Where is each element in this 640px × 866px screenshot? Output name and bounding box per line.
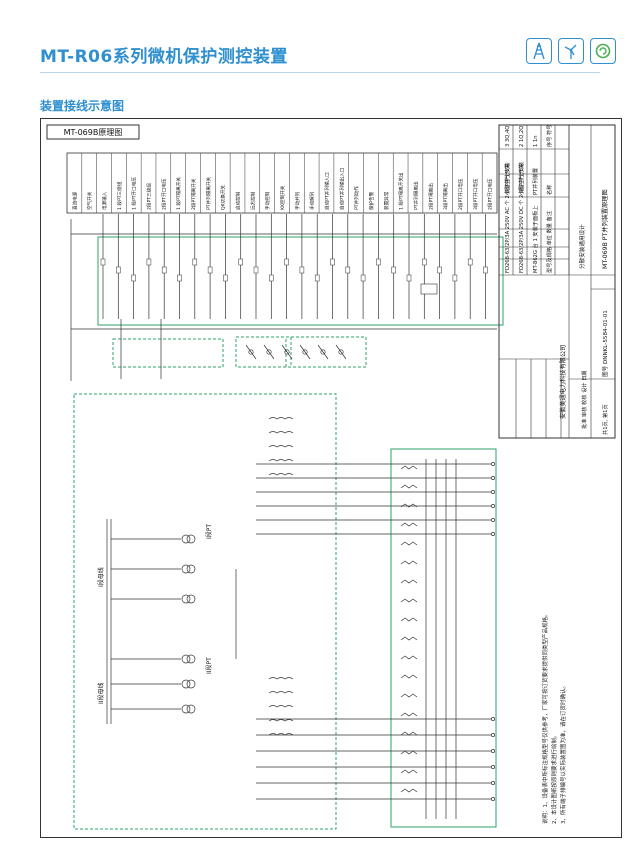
function-label: 1 段PT开口电压	[131, 177, 138, 210]
title-block-text: FD268-63/2P/3A 250V AC 个 2 端子排上安装	[503, 162, 511, 273]
schematic-drawing: MT-069B原理图 直流电源 空气开关 电源输入 1 段PT三绕组 1 段PT开口电压…	[40, 118, 622, 838]
function-label: 2段PT开口电压	[457, 178, 464, 210]
company-name: 安徽美通电力科技有限公司	[559, 345, 567, 419]
function-label: 2段PT三绕组	[146, 183, 153, 210]
function-label: 2段PT隔离出	[427, 183, 434, 210]
function-label: 自动PT并列输入口	[323, 172, 330, 210]
title-block-text: 小型空气开关	[503, 164, 511, 195]
relay-box-2	[285, 336, 367, 368]
function-label: 2段PT隔离开关	[190, 178, 197, 210]
function-label: 远方控制	[249, 191, 256, 210]
drawing-name: MT-069B PT并列装置原理图	[601, 189, 609, 269]
function-label: 保护告警	[368, 191, 375, 210]
function-label: PT并列动作	[353, 186, 360, 210]
title-block-text: 名称	[545, 185, 553, 195]
title-block-text: 序号 符号	[545, 125, 553, 147]
control-circuit-frame	[97, 236, 504, 326]
function-label: 启动控制	[235, 191, 242, 210]
function-label: 手动并列	[294, 191, 301, 210]
function-label: 2段PT开口电压	[487, 178, 494, 210]
function-label: 直流电源	[71, 191, 78, 210]
schematic-svg: MT-069B原理图 直流电源 空气开关 电源输入 1 段PT三绕组 1 段PT开口电压…	[46, 124, 616, 830]
function-label: 手动解列	[309, 191, 316, 210]
drawing-number: 图号 DNNKL-5584-01-01	[601, 310, 609, 377]
note-3: 3、所有端子排编号以实际装置图为准，请在订货时确认。	[559, 683, 567, 824]
note-1: 说明：1、设备表中所标注规格型号仅供参考，厂家可按订货要求提供同类型产品规格。	[541, 611, 549, 824]
function-label: KK控制开关	[279, 185, 286, 210]
page-title: MT-R06系列微机保护测控装置	[40, 47, 288, 67]
function-label: 3段PT隔离出	[442, 183, 449, 210]
title-block-text: 小型空气开关	[517, 164, 525, 195]
tower-icon[interactable]	[526, 38, 552, 64]
function-label-row: 直流电源 空气开关 电源输入 1 段PT三绕组 1 段PT开口电压 2段PT三绕组 2段PT…	[66, 152, 498, 214]
drawing-title-box	[46, 124, 140, 140]
header-icons	[526, 38, 616, 64]
pt-terminal-frame	[390, 448, 497, 828]
function-label: 1 段PT隔离开关	[175, 177, 182, 210]
note-2: 2、本设计图纸按原则要求进行绘制。	[550, 732, 558, 824]
notes: 说明：1、设备表中所标注规格型号仅供参考，厂家可按订货要求提供同类型产品规格。 …	[541, 611, 567, 824]
drawing-title: MT-069B原理图	[64, 128, 123, 137]
function-label: 空气开关	[86, 191, 93, 210]
recycle-icon[interactable]	[590, 38, 616, 64]
wind-turbine-icon[interactable]	[558, 38, 584, 64]
title-block-text: FD268-63/2P/3A 250V DC 个 2 端子排上安装	[517, 162, 525, 273]
function-label: 1 段PT隔离开关出	[398, 172, 405, 210]
bus-2-label: II段母线	[97, 682, 105, 704]
primary-circuit-frame	[73, 393, 337, 830]
section-title: 装置接线示意图	[40, 99, 125, 113]
function-label: 电源输入	[101, 191, 108, 210]
pt-isolation-box	[112, 338, 224, 368]
function-label: 手动控制	[264, 191, 271, 210]
title-block-text: 1 1n	[533, 135, 539, 147]
pt-2-label: II段PT	[205, 657, 213, 674]
sign-rows: 批准 审核 校核 设计 日期	[580, 371, 588, 429]
title-block-text: 2 1Q,2Q	[519, 126, 525, 147]
function-label: 自动PT并列输出入口	[338, 167, 345, 210]
relay-box-1	[235, 336, 292, 368]
title-block-text: 型号及规格 单位 数量 备注	[545, 211, 553, 273]
function-label: 装置异常	[383, 191, 390, 210]
header-divider	[40, 72, 600, 73]
title-block-text: PT并列装置	[531, 168, 539, 195]
function-label: 1 段PT三绕组	[116, 181, 123, 210]
title-block-text: 3 3Q,4Q	[505, 126, 511, 147]
design-label: 分散安装通用设计	[578, 224, 586, 269]
function-label: 2段PT开口电压	[160, 178, 167, 210]
bus-1-label: I段母线	[97, 567, 105, 587]
function-label: PT并列隔离出	[412, 181, 419, 210]
function-label: QK切换开关	[220, 185, 227, 210]
function-label: 3段PT开口电压	[472, 178, 479, 210]
primary-wiring	[106, 417, 495, 819]
sheet-info: 共1页, 第1页	[601, 404, 609, 435]
title-block-text: MT-862G 台 1 安装于面板上	[531, 205, 539, 273]
control-wiring	[70, 214, 497, 381]
function-label: PT并列隔离开关	[205, 176, 212, 210]
pt-1-label: I段PT	[205, 524, 213, 539]
